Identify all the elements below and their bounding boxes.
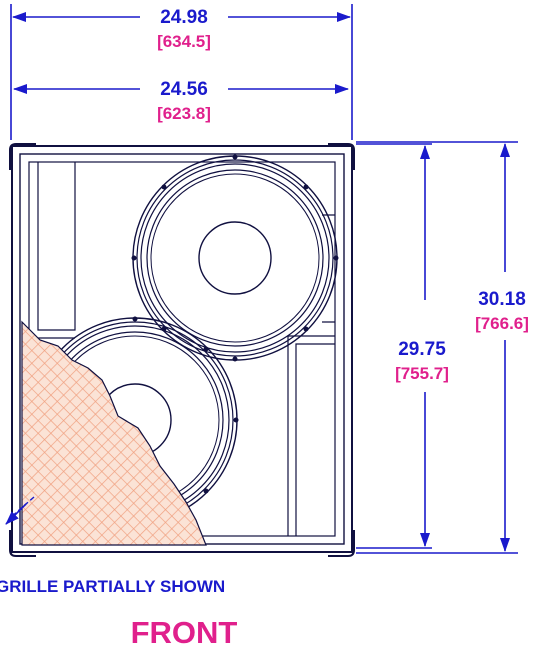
cabinet-height-inches: 29.75 — [398, 339, 446, 360]
cabinet-width-mm: [623.8] — [157, 104, 211, 123]
overall-width-inches: 24.98 — [160, 7, 208, 28]
overall-height-inches: 30.18 — [478, 289, 526, 310]
grille-mesh — [21, 320, 207, 546]
corner-protector — [328, 530, 355, 557]
internal-panel — [287, 335, 335, 536]
cabinet-width-dimension: 24.56 [623.8] — [13, 79, 349, 123]
overall-height-mm: [766.6] — [475, 314, 529, 333]
dust-cap — [198, 221, 272, 295]
grille-note: GRILLE PARTIALLY SHOWN — [0, 577, 225, 596]
cabinet-height-dimension: 29.75 [755.7] — [356, 143, 449, 549]
internal-panel — [295, 343, 335, 536]
corner-protector — [328, 143, 355, 170]
overall-width-dimension: 24.98 [634.5] — [10, 4, 353, 140]
internal-panel — [322, 214, 335, 323]
overall-width-mm: [634.5] — [157, 32, 211, 51]
grille-leader — [5, 496, 35, 525]
overall-height-dimension: 30.18 [766.6] — [356, 141, 529, 554]
upper-speaker — [131, 154, 339, 362]
cabinet-outline — [9, 143, 355, 557]
corner-protector — [9, 143, 36, 170]
cabinet-height-mm: [755.7] — [395, 364, 449, 383]
view-label: FRONT — [131, 615, 238, 650]
corner-protector — [9, 530, 36, 557]
cabinet-width-inches: 24.56 — [160, 79, 208, 100]
internal-panel — [37, 162, 76, 331]
